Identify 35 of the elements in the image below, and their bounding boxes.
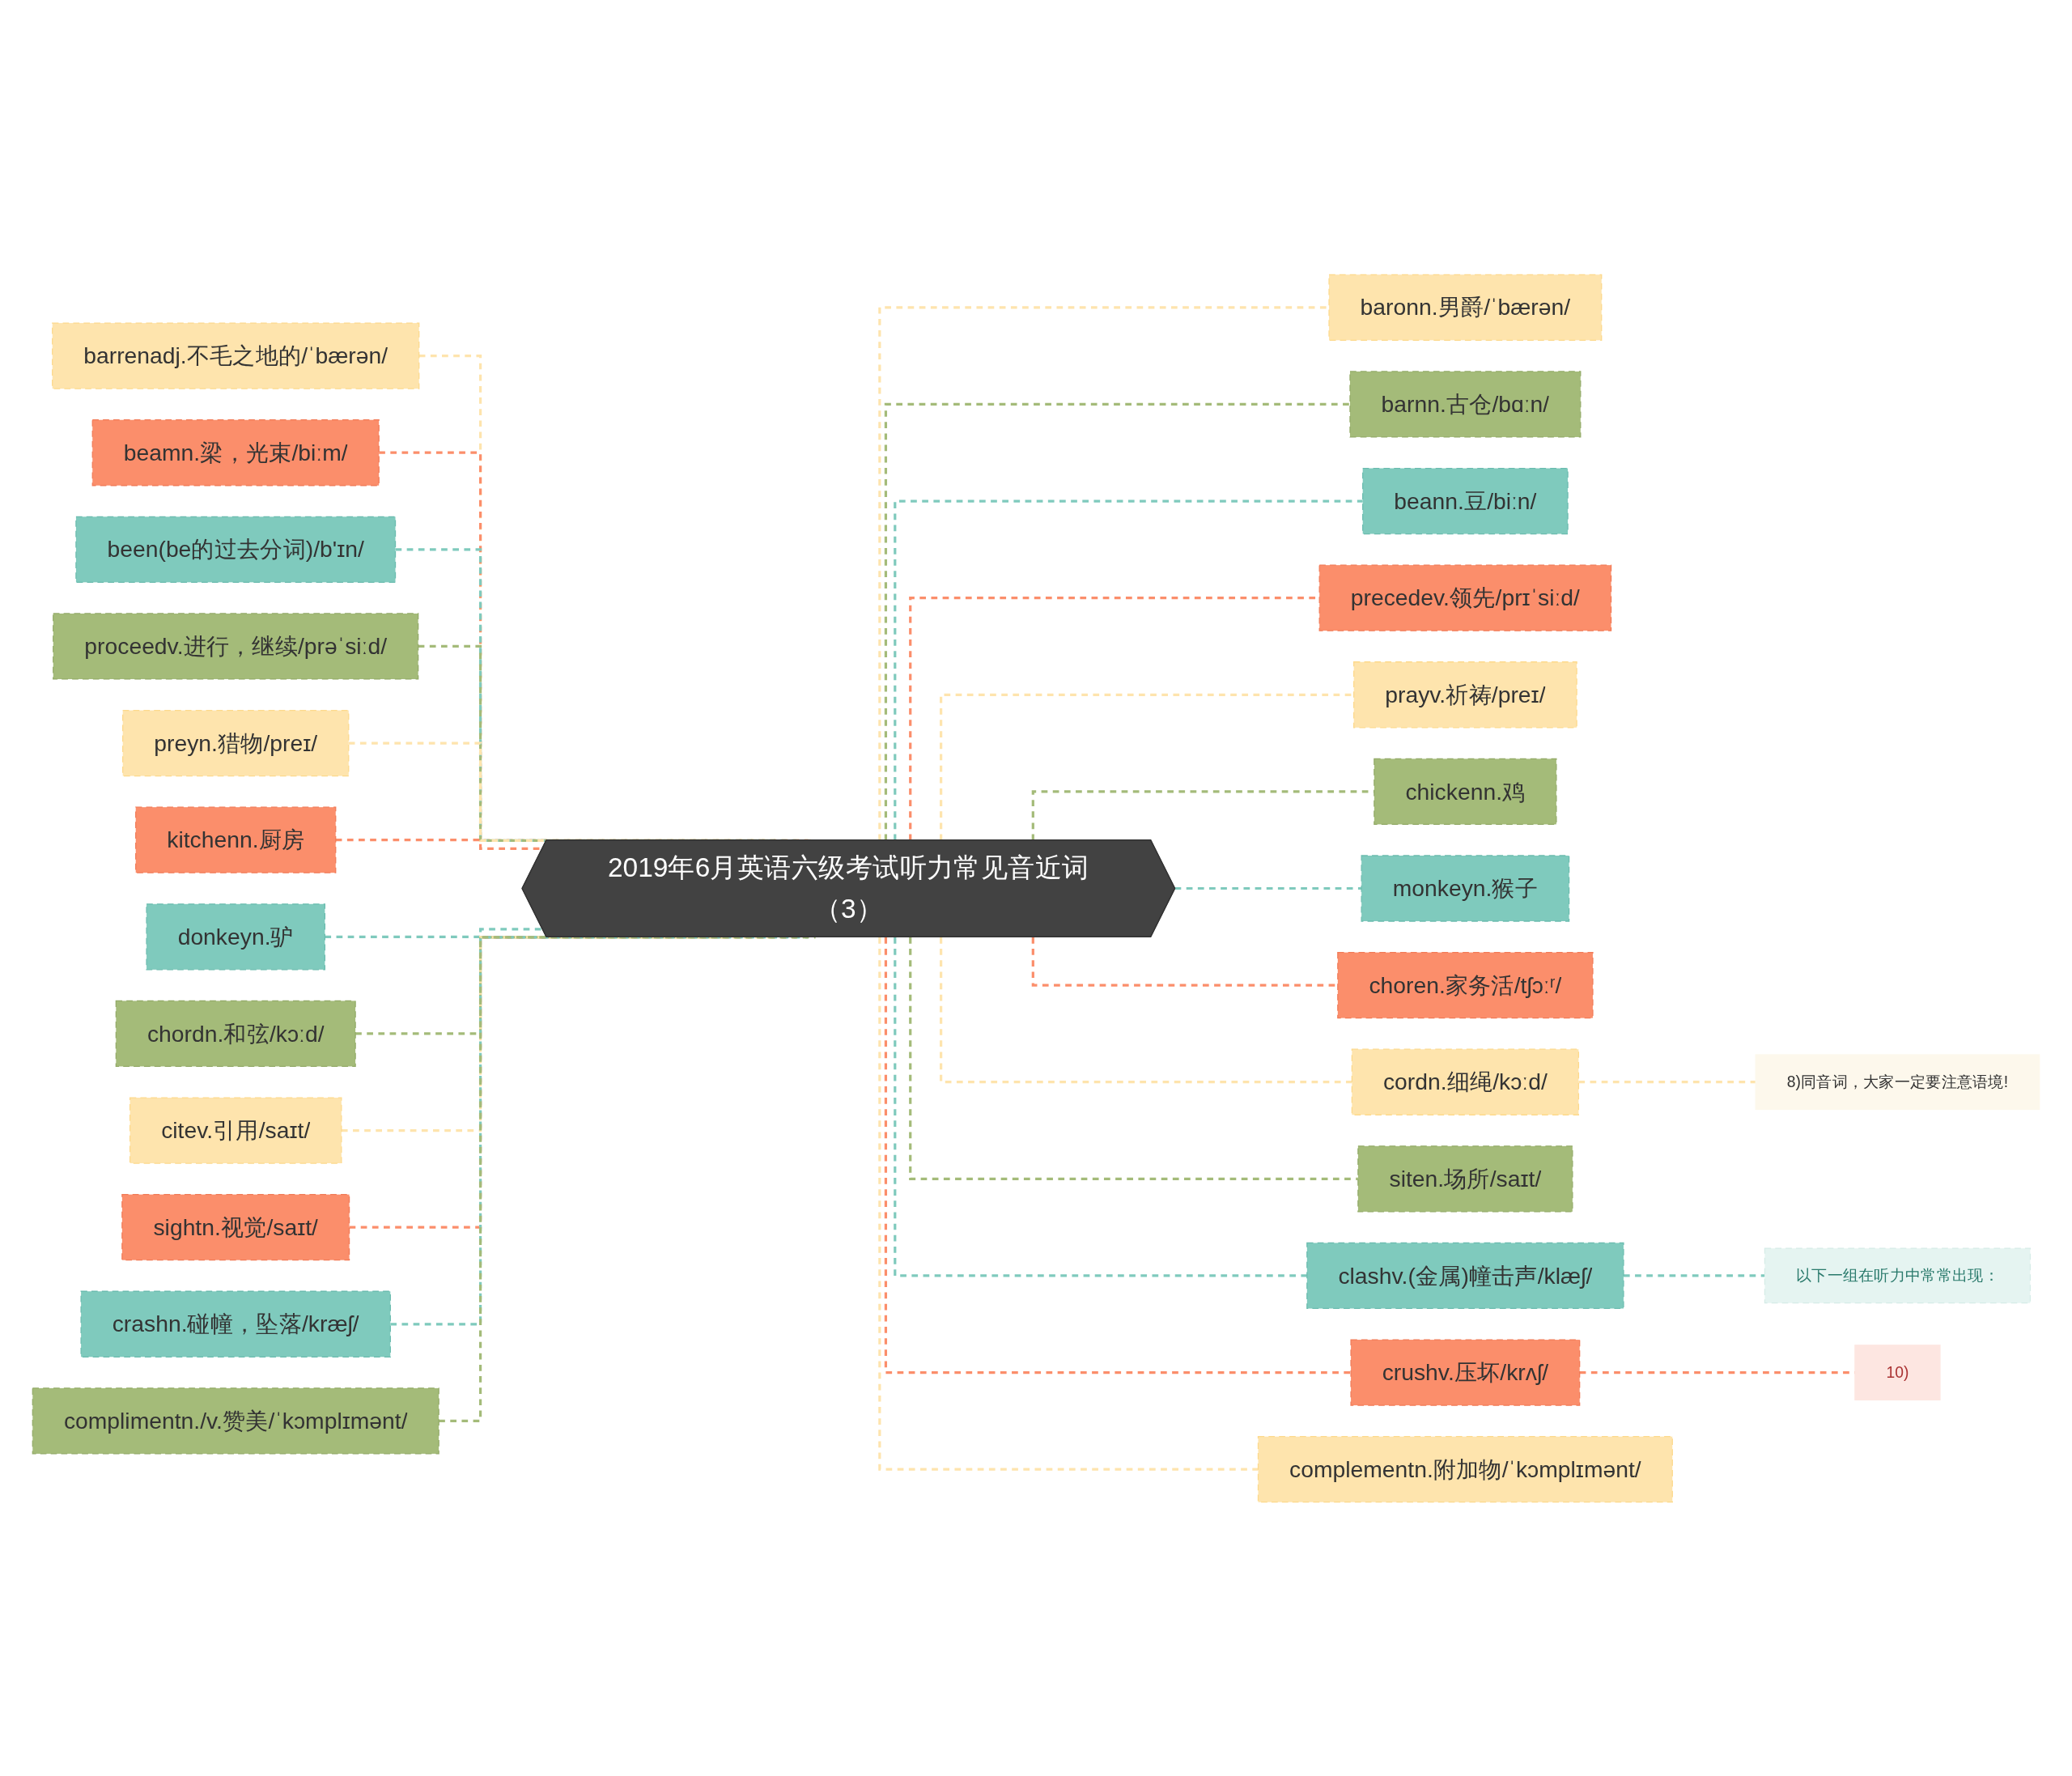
node-box: been(be的过去分词)/b'ɪn/	[75, 516, 397, 583]
connector	[894, 937, 1307, 1277]
node-box: chordn.和弦/kɔːd/	[115, 1000, 356, 1067]
node-box: citev.引用/saɪt/	[129, 1096, 342, 1164]
node-box: 以下一组在听力中常常出现：	[1764, 1247, 2032, 1303]
node-box: siten.场所/saɪt/	[1357, 1145, 1573, 1212]
node-box: precedev.领先/prɪˈsiːd/	[1318, 564, 1612, 631]
node-box: complementn.附加物/ˈkɔmplɪmənt/	[1257, 1435, 1673, 1502]
node-box: 10)	[1854, 1344, 1941, 1400]
node-box: prayv.祈祷/preɪ/	[1353, 661, 1577, 728]
node-box: preyn.猎物/preɪ/	[122, 709, 350, 776]
connector	[884, 937, 1352, 1374]
node-box: proceedv.进行，继续/prəˈsiːd/	[53, 612, 419, 680]
node-box: donkeyn.驴	[146, 903, 326, 970]
node-box: choren.家务活/tʃɔːʳ/	[1337, 951, 1594, 1018]
node-box: clashv.(金属)幢击声/klæʃ/	[1306, 1242, 1624, 1309]
connector	[884, 402, 1350, 840]
node-box: crushv.压坏/krʌʃ/	[1350, 1338, 1581, 1406]
node-box: baronn.男爵/ˈbærən/	[1328, 274, 1603, 341]
connector	[894, 499, 1363, 840]
node-box: barnn.古仓/bɑːn/	[1349, 370, 1582, 438]
node-box: complimentn./v.赞美/ˈkɔmplɪmənt/	[32, 1387, 439, 1455]
node-box: chickenn.鸡	[1374, 758, 1557, 825]
node-box: barrenadj.不毛之地的/ˈbærən/	[52, 321, 420, 389]
node-box: kitchenn.厨房	[135, 806, 337, 873]
node-box: crashn.碰幢，坠落/kræʃ/	[80, 1290, 391, 1357]
connector	[878, 937, 1259, 1471]
node-box: beamn.梁，光束/biːm/	[91, 419, 380, 486]
node-box: beann.豆/biːn/	[1362, 467, 1569, 534]
node-box: 8)同音词，大家一定要注意语境!	[1755, 1053, 2040, 1110]
connector	[940, 937, 1352, 1083]
node-box: monkeyn.猴子	[1361, 854, 1570, 922]
connector	[1174, 886, 1362, 890]
node-box: cordn.细绳/kɔːd/	[1351, 1048, 1580, 1115]
node-box: sightn.视觉/saɪt/	[121, 1193, 350, 1260]
